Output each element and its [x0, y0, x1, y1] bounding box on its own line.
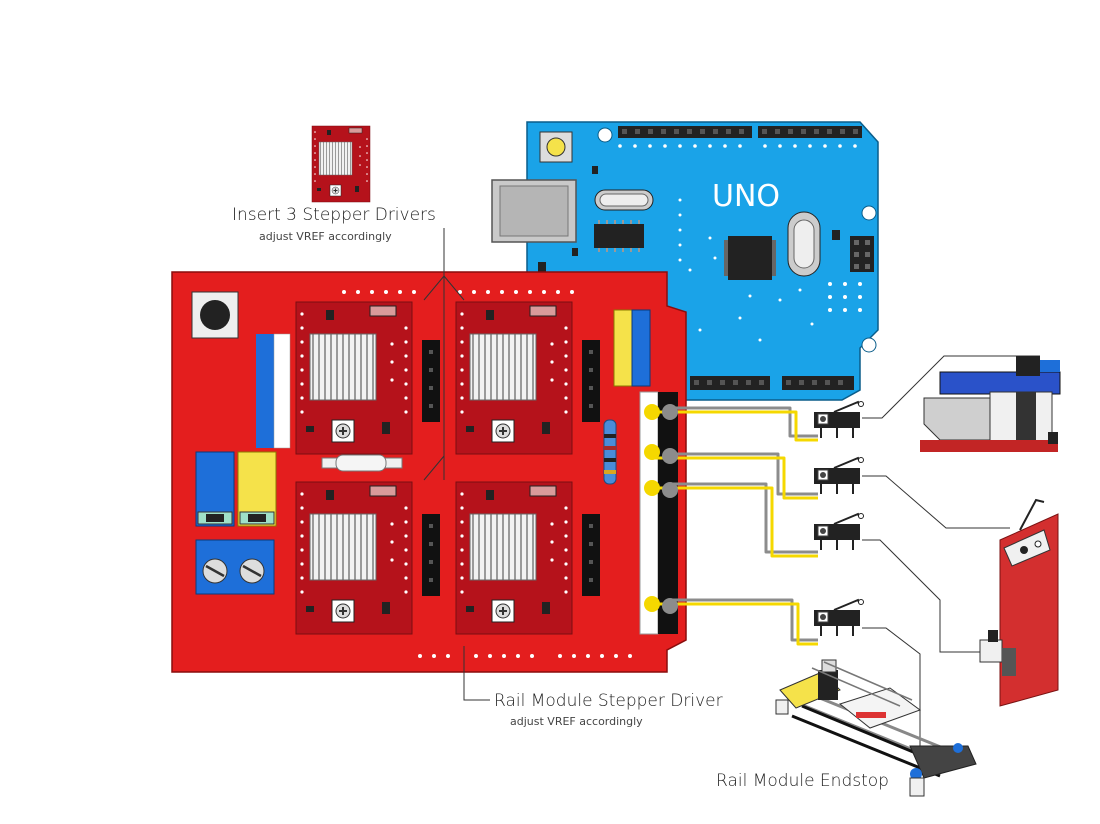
stepper-driver-icon — [312, 126, 370, 202]
rail-endstop-label: Rail Module Endstop — [716, 771, 889, 791]
stepper-driver-3 — [296, 482, 412, 634]
endstop-switch-4 — [814, 600, 864, 637]
stepper-driver-4 — [456, 482, 572, 634]
endstop-switch-3 — [814, 514, 864, 551]
cnc-shield-board — [172, 272, 686, 672]
board-name-label: UNO — [712, 179, 780, 214]
rail-driver-label: Rail Module Stepper Driver — [494, 691, 723, 711]
rail-driver-sublabel: adjust VREF accordingly — [510, 715, 643, 728]
endstop-switch-2 — [814, 458, 864, 495]
insert-drivers-label: Insert 3 Stepper Drivers — [232, 205, 436, 225]
stepper-driver-2 — [456, 302, 572, 454]
insert-drivers-sublabel: adjust VREF accordingly — [259, 230, 392, 243]
stepper-driver-1 — [296, 302, 412, 454]
endstop-switch-1 — [814, 402, 864, 439]
axis-carriage-red — [980, 500, 1058, 706]
axis-motor-top — [920, 356, 1060, 452]
